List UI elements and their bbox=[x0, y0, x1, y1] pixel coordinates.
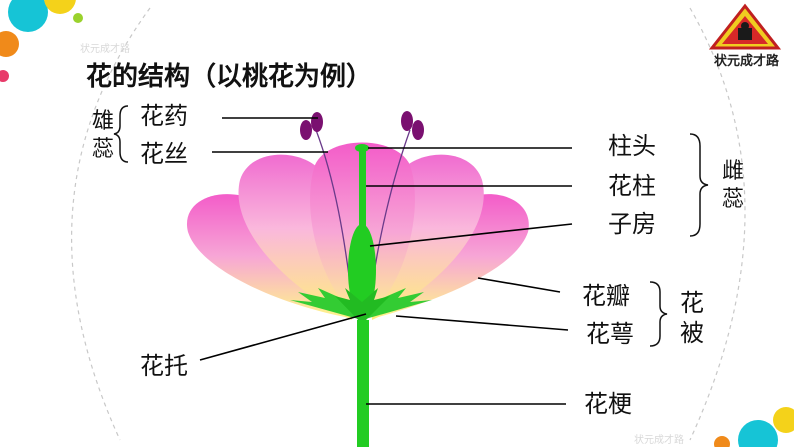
watermark-top: 状元成才路 bbox=[80, 44, 130, 55]
label-filament: 花丝 bbox=[140, 140, 188, 168]
leader-receptacle bbox=[199, 313, 367, 361]
braces bbox=[113, 105, 709, 347]
brace-stamen bbox=[113, 105, 129, 163]
leader-sepal bbox=[395, 315, 569, 331]
page-title: 花的结构（以桃花为例） bbox=[86, 62, 373, 92]
leader-lines bbox=[199, 117, 573, 405]
pedicel bbox=[357, 320, 369, 447]
leader-petal bbox=[477, 277, 561, 293]
dashed-arc-left bbox=[71, 7, 151, 441]
style bbox=[359, 148, 366, 238]
label-style: 花柱 bbox=[608, 172, 656, 200]
group-label-pistil: 雌蕊 bbox=[722, 159, 745, 212]
brace-perianth bbox=[649, 281, 668, 347]
label-receptacle: 花托 bbox=[140, 352, 188, 380]
leader-ovary bbox=[369, 223, 573, 247]
group-label-perianth: 花被 bbox=[680, 289, 704, 347]
label-ovary: 子房 bbox=[608, 210, 656, 238]
brace-pistil bbox=[689, 133, 709, 237]
stigma bbox=[355, 144, 369, 152]
watermark-bottom: 状元成才路 bbox=[634, 435, 684, 446]
label-pedicel: 花梗 bbox=[584, 390, 632, 418]
logo-text: 状元成才路 bbox=[714, 54, 780, 69]
dashed-arc-right bbox=[689, 7, 746, 441]
label-stigma: 柱头 bbox=[608, 132, 656, 160]
corner-circles-top-left bbox=[0, 0, 83, 82]
corner-circles-bottom-right bbox=[714, 407, 794, 447]
label-anther: 花药 bbox=[140, 102, 188, 130]
sepals bbox=[290, 288, 432, 324]
logo-icon bbox=[708, 3, 782, 50]
anthers bbox=[300, 111, 424, 140]
ovary bbox=[348, 224, 376, 316]
label-sepal: 花萼 bbox=[586, 320, 634, 348]
group-label-stamen: 雄蕊 bbox=[92, 109, 115, 162]
label-petal: 花瓣 bbox=[582, 282, 630, 310]
